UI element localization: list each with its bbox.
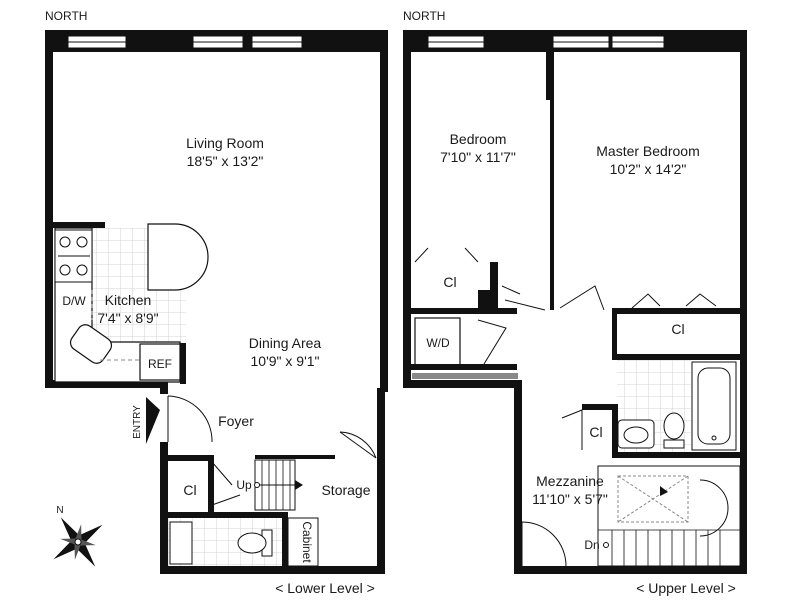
up-label: Up [236,478,252,492]
kitchen-name: Kitchen [105,292,152,308]
storage-label: Storage [321,482,370,498]
dining-area-name: Dining Area [249,335,322,351]
lower-windows [67,35,303,49]
bedroom-closet-label: Cl [443,274,456,290]
lower-north-label: NORTH [45,9,87,23]
bath-closet-label: Cl [589,424,602,440]
kitchen-island [147,223,209,291]
compass-north-letter: N [56,505,63,516]
upper-level-caption: < Upper Level > [636,580,736,596]
bedroom-size: 7'10" x 11'7" [440,149,516,165]
upper-stairs [597,465,741,567]
upper-north-label: NORTH [403,9,445,23]
dining-area-size: 10'9" x 9'1" [251,353,320,369]
mezzanine-size: 11'10" x 5'7" [532,491,608,507]
bedroom-name: Bedroom [450,131,507,147]
upper-sink-icon [617,419,655,449]
kitchen-size: 7'4" x 8'9" [97,310,158,326]
washer-dryer-box [414,317,461,369]
down-label: Dn [584,538,599,552]
living-room-name: Living Room [186,135,264,151]
ref-label: REF [148,357,172,371]
stove-icon [54,229,93,283]
lower-stairs [254,459,303,511]
cabinet-box [287,517,319,567]
lower-closet-label: Cl [183,482,196,498]
entry-door [146,395,213,444]
lower-level-caption: < Lower Level > [275,580,375,596]
refrigerator [139,343,181,381]
living-room-size: 18'5" x 13'2" [187,153,264,169]
cabinet-label: Cabinet [300,521,314,563]
entry-label: ENTRY [132,405,143,439]
compass-rose-icon [53,517,103,567]
dishwasher-label: D/W [62,294,86,308]
lower-level-plan: NORTH Living Room 18'5" x 13'2" Kitchen … [45,9,388,596]
kitchen-sink-icon [69,324,113,364]
upper-toilet-icon [663,412,685,449]
foyer-label: Foyer [218,413,254,429]
master-bedroom-name: Master Bedroom [596,143,699,159]
shower-icon [169,521,193,565]
mezzanine-name: Mezzanine [536,473,604,489]
upper-level-plan: NORTH Bedroom 7'10" x 11'7" Master Bedro… [403,9,747,596]
master-bedroom-size: 10'2" x 14'2" [610,161,687,177]
upper-windows [427,35,665,49]
washer-dryer-label: W/D [426,336,450,350]
toilet-icon [237,529,273,557]
master-closet-label: Cl [671,321,684,337]
